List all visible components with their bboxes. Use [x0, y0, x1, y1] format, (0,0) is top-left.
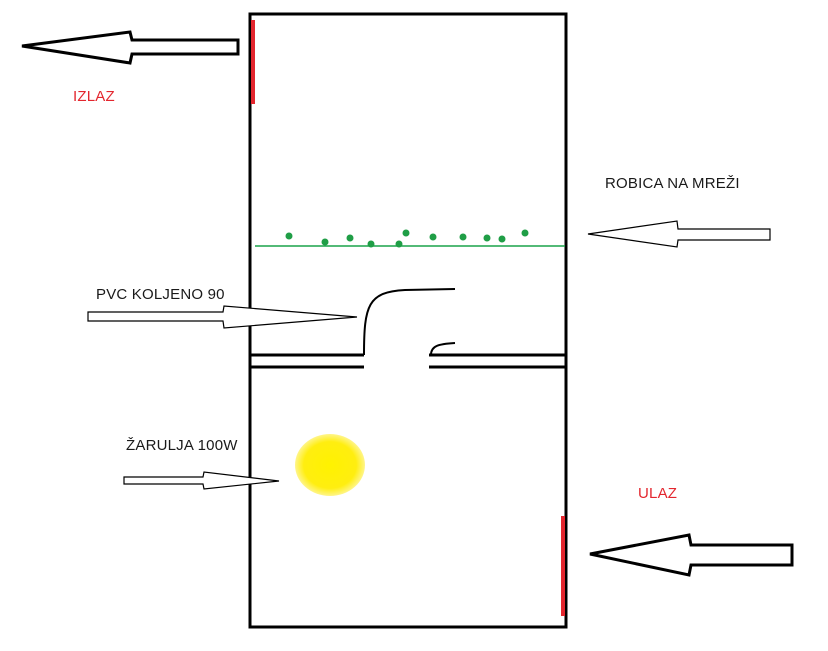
- zarulja-label: ŽARULJA 100W: [126, 437, 238, 454]
- pvc-elbow: [363, 288, 456, 356]
- produce-dots: [285, 229, 529, 248]
- robica-pointer-arrow-icon: [587, 220, 771, 248]
- izlaz-label: IZLAZ: [73, 88, 115, 105]
- divider-shelf: [250, 353, 566, 369]
- inlet-arrow-icon: [589, 533, 794, 577]
- bulb-pointer-arrow-icon: [123, 471, 280, 490]
- pvc-label: PVC KOLJENO 90: [96, 286, 225, 303]
- robica-label: ROBICA NA MREŽI: [605, 175, 740, 192]
- ulaz-label: ULAZ: [638, 485, 678, 502]
- light-bulb-icon: [295, 434, 365, 496]
- pvc-pointer-arrow-icon: [87, 305, 358, 329]
- inlet-vent: [561, 516, 565, 616]
- exit-vent: [251, 20, 255, 104]
- exit-arrow-icon: [21, 30, 240, 65]
